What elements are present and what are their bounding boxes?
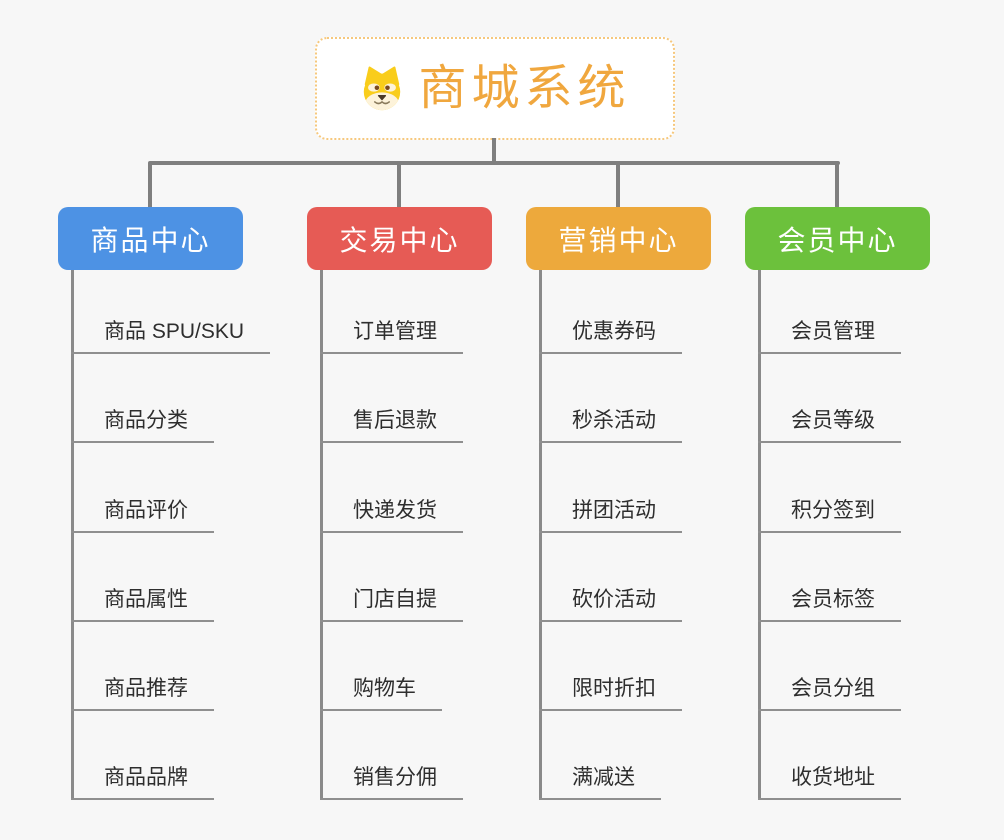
- leaf-item[interactable]: 订单管理: [320, 318, 463, 354]
- leaf-item[interactable]: 收货地址: [758, 764, 901, 800]
- leaf-item[interactable]: 商品分类: [71, 407, 214, 443]
- branch-product-center: 商品中心 商品 SPU/SKU 商品分类 商品评价 商品属性 商品推荐 商品品牌: [58, 207, 328, 800]
- leaf-item[interactable]: 商品品牌: [71, 764, 214, 800]
- connector-root-stem: [492, 138, 496, 163]
- branch-trade-center: 交易中心 订单管理 售后退款 快递发货 门店自提 购物车 销售分佣: [307, 207, 577, 800]
- leaf-item[interactable]: 商品推荐: [71, 675, 214, 711]
- leaf-item[interactable]: 限时折扣: [539, 675, 682, 711]
- branch-box-member-center[interactable]: 会员中心: [745, 207, 930, 270]
- root-node[interactable]: 商城系统: [315, 37, 675, 140]
- leaf-item[interactable]: 满减送: [539, 764, 661, 800]
- leaf-item[interactable]: 商品属性: [71, 586, 214, 622]
- leaf-item[interactable]: 会员管理: [758, 318, 901, 354]
- connector-drop-2: [397, 163, 401, 208]
- leaf-item[interactable]: 积分签到: [758, 497, 901, 533]
- branch-trunk: [71, 270, 74, 800]
- leaf-item[interactable]: 商品 SPU/SKU: [71, 318, 271, 354]
- leaf-item[interactable]: 售后退款: [320, 407, 463, 443]
- root-title: 商城系统: [418, 61, 631, 115]
- connector-drop-3: [616, 163, 620, 208]
- branch-trunk: [320, 270, 323, 800]
- leaf-item[interactable]: 会员分组: [758, 675, 901, 711]
- branch-box-marketing-center[interactable]: 营销中心: [526, 207, 711, 270]
- leaf-item[interactable]: 销售分佣: [320, 764, 463, 800]
- leaf-item[interactable]: 秒杀活动: [539, 407, 682, 443]
- branch-box-trade-center[interactable]: 交易中心: [307, 207, 492, 270]
- leaf-item[interactable]: 砍价活动: [539, 586, 682, 622]
- dog-face-icon: [359, 65, 405, 112]
- leaf-item[interactable]: 会员标签: [758, 586, 901, 622]
- branch-box-product-center[interactable]: 商品中心: [58, 207, 243, 270]
- branch-marketing-center: 营销中心 优惠券码 秒杀活动 拼团活动 砍价活动 限时折扣 满减送: [526, 207, 796, 800]
- leaf-item[interactable]: 优惠券码: [539, 318, 682, 354]
- branch-member-center: 会员中心 会员管理 会员等级 积分签到 会员标签 会员分组 收货地址: [745, 207, 1004, 800]
- connector-drop-1: [148, 163, 152, 208]
- branch-trunk: [539, 270, 542, 800]
- leaf-item[interactable]: 快递发货: [320, 497, 463, 533]
- connector-bus: [148, 161, 840, 165]
- leaf-item[interactable]: 购物车: [320, 675, 442, 711]
- leaf-item[interactable]: 会员等级: [758, 407, 901, 443]
- connector-drop-4: [835, 163, 839, 208]
- leaf-item[interactable]: 拼团活动: [539, 497, 682, 533]
- leaf-item[interactable]: 门店自提: [320, 586, 463, 622]
- leaf-item[interactable]: 商品评价: [71, 497, 214, 533]
- branch-trunk: [758, 270, 761, 800]
